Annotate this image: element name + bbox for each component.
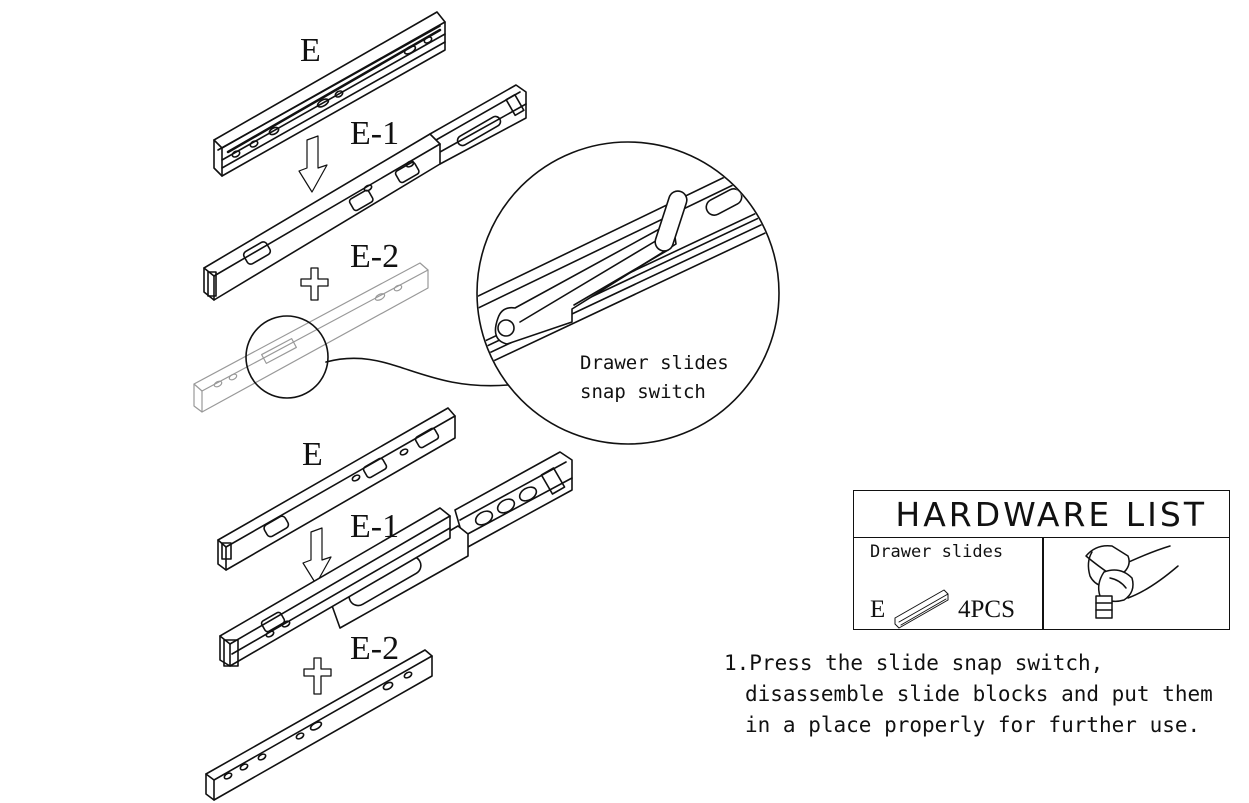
slide-rail-mini-icon <box>894 589 949 629</box>
hammer-icon <box>1085 544 1179 619</box>
instruction-step-1: 1.Press the slide snap switch, disassemb… <box>724 648 1213 741</box>
label-e2-bottom: E-2 <box>350 630 400 667</box>
slide-rail-e-bottom <box>217 407 456 571</box>
label-e2-top: E-2 <box>350 238 400 275</box>
callout-line-2: snap switch <box>580 381 706 403</box>
instruction-line-3: in a place properly for further use. <box>745 713 1201 737</box>
hardware-list-table: HARDWARE LIST Drawer slides E 4PCS <box>853 490 1230 630</box>
callout-connector <box>325 357 509 387</box>
label-e1-bottom: E-1 <box>350 508 400 545</box>
slide-rail-e1-bottom <box>219 451 573 667</box>
label-e-top: E <box>300 32 321 69</box>
hardware-item-name: Drawer slides <box>870 542 1004 562</box>
plus-icon <box>300 267 329 301</box>
down-arrow-icon <box>302 527 332 585</box>
hardware-item-quantity: 4PCS <box>958 596 1015 623</box>
slide-rail-e-top <box>213 11 446 177</box>
callout-text: Drawer slides snap switch <box>580 349 729 407</box>
callout-line-1: Drawer slides <box>580 352 729 374</box>
plus-icon <box>303 657 332 695</box>
down-arrow-icon <box>298 135 328 193</box>
detail-circle-small <box>245 315 329 399</box>
label-e-bottom: E <box>302 436 323 473</box>
instruction-line-1: 1.Press the slide snap switch, <box>724 651 1104 675</box>
slide-rail-e2-bottom <box>205 649 433 801</box>
label-e1-top: E-1 <box>350 115 400 152</box>
slide-rail-e2-top <box>193 262 429 413</box>
slide-rail-e1-top <box>203 84 527 301</box>
detail-circle-snap-switch <box>476 141 780 445</box>
instruction-line-2: disassemble slide blocks and put them <box>745 682 1213 706</box>
hardware-list-divider <box>1042 538 1044 630</box>
hardware-list-title: HARDWARE LIST <box>854 491 1229 538</box>
hardware-item-code: E <box>870 596 886 623</box>
